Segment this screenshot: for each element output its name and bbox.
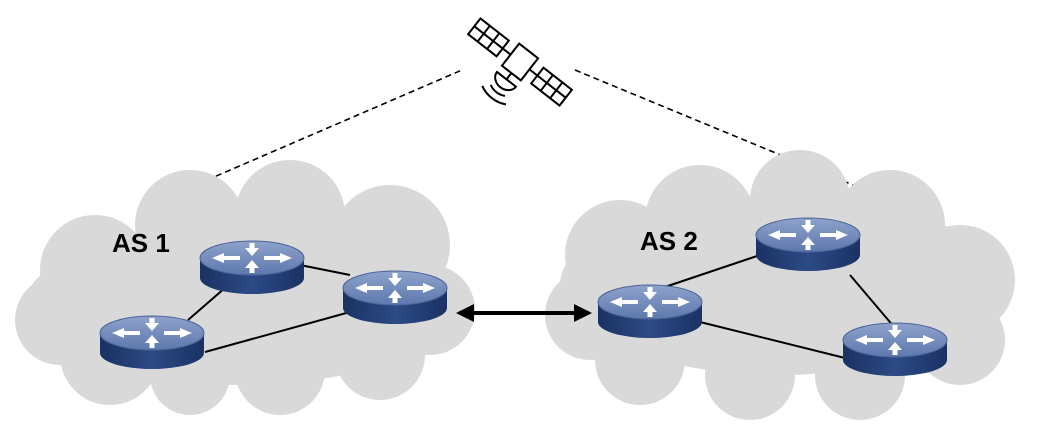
as2-cloud <box>545 150 1015 420</box>
inter-as-link <box>456 304 592 322</box>
router-as1-top <box>199 240 305 295</box>
router-as1-right <box>342 270 448 325</box>
link-r2-r3 <box>299 264 351 276</box>
as2-label: AS 2 <box>640 226 698 256</box>
router-as1-bottom-left <box>99 315 205 370</box>
satellite-icon <box>466 17 574 107</box>
link-r5-r6 <box>849 274 896 329</box>
router-as2-left <box>597 284 703 339</box>
router-as2-bottom-right <box>842 322 948 377</box>
link-r1-r3 <box>204 311 351 353</box>
router-as2-top <box>755 217 861 272</box>
satellite-link-as1 <box>169 69 463 197</box>
link-r4-r6 <box>699 321 846 359</box>
satellite-link-as2 <box>574 69 871 193</box>
as1-label: AS 1 <box>112 228 170 258</box>
